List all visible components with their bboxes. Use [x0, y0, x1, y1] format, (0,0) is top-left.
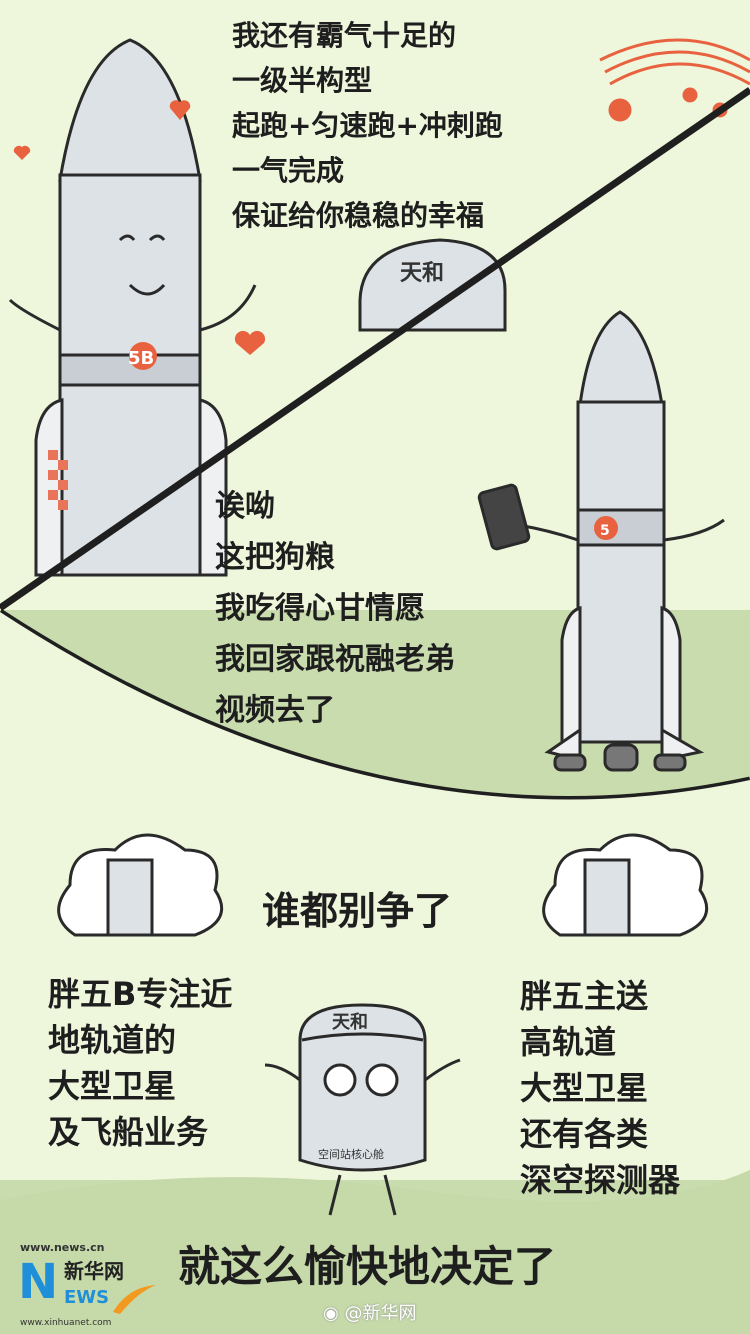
logo-url-bottom: www.xinhuanet.com — [20, 1318, 112, 1328]
curved-divider — [0, 609, 750, 804]
module-bottom-label: 空间站核心舱 — [318, 1147, 384, 1161]
text-line: 深空探测器 — [520, 1161, 681, 1199]
thought-cloud-left — [57, 833, 224, 937]
logo-n: N — [18, 1254, 59, 1310]
music-notes-icon — [599, 38, 750, 122]
speech-tianhe: 谁都别争了 — [262, 889, 453, 933]
rocket-5 — [477, 310, 725, 772]
weibo-icon: ◉ — [323, 1303, 339, 1324]
text-line: 及飞船业务 — [48, 1113, 209, 1151]
rocket-badge-5: 5 — [600, 523, 610, 539]
text-line: 胖五主送 — [520, 977, 649, 1015]
speech-line: 视频去了 — [215, 693, 335, 728]
speech-line: 我吃得心甘情愿 — [215, 591, 425, 626]
speech-line: 起跑+匀速跑+冲刺跑 — [232, 109, 503, 142]
speech-line: 我还有霸气十足的 — [232, 19, 457, 52]
speech-rocket-5: 诶呦 这把狗粮 我吃得心甘情愿 我回家跟祝融老弟 视频去了 — [215, 492, 455, 747]
text-5-mission: 胖五主送 高轨道 大型卫星 还有各类 深空探测器 — [520, 980, 680, 1210]
module-label: 天和 — [400, 261, 444, 286]
speech-line: 诶呦 — [215, 489, 275, 524]
speech-line: 一级半构型 — [232, 64, 373, 97]
thought-cloud-right — [542, 833, 709, 937]
text-line: 大型卫星 — [48, 1067, 177, 1105]
speech-line: 保证给你稳稳的幸福 — [232, 199, 485, 232]
text-line: 还有各类 — [520, 1115, 649, 1153]
text-line: 胖五B专注近 — [48, 975, 233, 1013]
logo-swoosh-icon — [113, 1285, 156, 1314]
text-5b-mission: 胖五B专注近 地轨道的 大型卫星 及飞船业务 — [48, 978, 232, 1162]
logo-chinese: 新华网 — [64, 1259, 124, 1283]
text-line: 高轨道 — [520, 1023, 617, 1061]
heart-icons — [13, 100, 266, 355]
logo-url-top: www.news.cn — [20, 1241, 105, 1254]
speech-line: 这把狗粮 — [215, 540, 335, 575]
module-top-label: 天和 — [332, 1012, 368, 1033]
diagonal-divider — [0, 87, 750, 611]
conclusion-text: 就这么愉快地决定了 — [178, 1242, 557, 1291]
weibo-handle: @新华网 — [344, 1303, 417, 1324]
speech-rocket-5b: 我还有霸气十足的 一级半构型 起跑+匀速跑+冲刺跑 一气完成 保证给你稳稳的幸福 — [232, 22, 503, 247]
rocket-5b — [8, 38, 257, 577]
text-line: 地轨道的 — [48, 1021, 177, 1059]
speech-line: 我回家跟祝融老弟 — [215, 642, 455, 677]
tianhe-module-top: 天和 — [358, 238, 507, 332]
speech-line: 一气完成 — [232, 154, 345, 187]
text-line: 大型卫星 — [520, 1069, 649, 1107]
logo-ews: EWS — [64, 1287, 110, 1308]
weibo-watermark: ◉ @新华网 — [323, 1304, 416, 1324]
tianhe-module-bottom — [264, 1003, 461, 1216]
rocket-badge-5b: 5B — [128, 348, 154, 369]
